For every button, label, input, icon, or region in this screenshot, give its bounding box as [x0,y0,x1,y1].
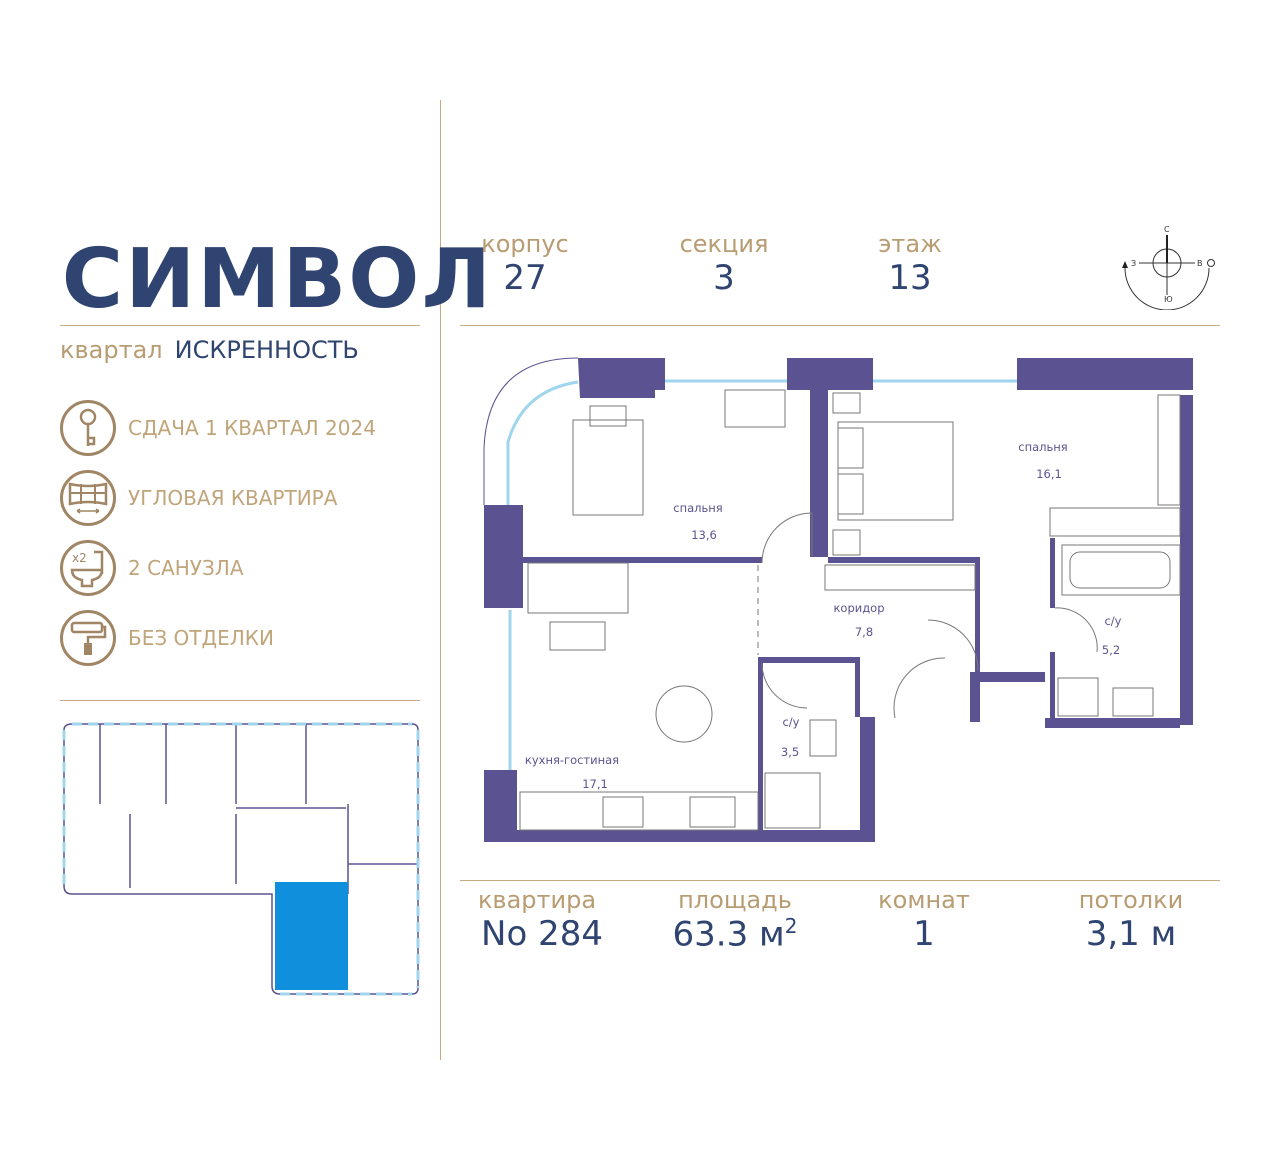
building-key-plan [62,722,420,996]
compass-w: З [1131,259,1136,268]
compass-e: В [1197,259,1203,268]
corner-window-icon [60,470,116,526]
feature-finish: БЕЗ ОТДЕЛКИ [60,608,420,668]
room-name: спальня [1018,440,1067,454]
paint-roller-icon [60,610,116,666]
quarter-label: квартал [60,336,163,364]
ceiling-value: 3,1 м [1085,914,1177,954]
feature-corner: УГЛОВАЯ КВАРТИРА [60,468,420,528]
badge-x2: x2 [72,551,87,565]
feature-label: УГЛОВАЯ КВАРТИРА [128,486,338,510]
toilet-x2-icon: x2 [60,540,116,596]
divider [460,325,1220,326]
logo: СИМВОЛ [61,232,493,327]
vertical-divider [440,100,441,1060]
apartment-value: No 284 [481,914,603,954]
section-value: 3 [713,258,735,298]
feature-label: 2 САНУЗЛА [128,556,244,580]
room-area: 16,1 [1036,467,1062,481]
room-name: коридор [833,601,884,615]
apartment-label: квартира [477,886,597,914]
room-name: с/у [1104,614,1121,628]
room-name: спальня [673,501,722,515]
compass-n: С [1164,225,1170,234]
room-area: 3,5 [781,745,799,759]
key-icon [60,400,116,456]
divider [460,880,1220,881]
floor-value: 13 [888,258,932,298]
rooms-value: 1 [913,914,935,954]
area-label: площадь [678,886,792,914]
feature-bathrooms: x2 2 САНУЗЛА [60,538,420,598]
highlighted-apartment [275,882,348,990]
room-name: кухня-гостиная [525,753,619,767]
room-name: с/у [782,715,799,729]
rooms-label: комнат [878,886,970,914]
quarter-name: ИСКРЕННОСТЬ [174,336,359,364]
quarter-title: квартал ИСКРЕННОСТЬ [60,336,371,364]
section-label: секция [679,230,769,258]
building-label: корпус [481,230,569,258]
feature-label: СДАЧА 1 КВАРТАЛ 2024 [128,416,376,440]
room-area: 13,6 [691,528,717,542]
area-number: 63.3 м [672,914,785,955]
feature-label: БЕЗ ОТДЕЛКИ [128,626,274,650]
ceiling-label: потолки [1078,886,1184,914]
floor-label: этаж [878,230,942,258]
room-area: 5,2 [1102,643,1120,657]
building-value: 27 [503,258,547,298]
room-area: 7,8 [855,625,873,639]
divider [60,325,420,326]
compass-s: Ю [1164,295,1173,304]
area-sup: 2 [784,914,798,938]
room-area: 17,1 [582,777,608,791]
divider [60,700,420,701]
feature-completion: СДАЧА 1 КВАРТАЛ 2024 [60,398,420,458]
area-value: 63.3 м2 [660,914,810,954]
compass-icon: С Ю З В [1122,225,1215,310]
